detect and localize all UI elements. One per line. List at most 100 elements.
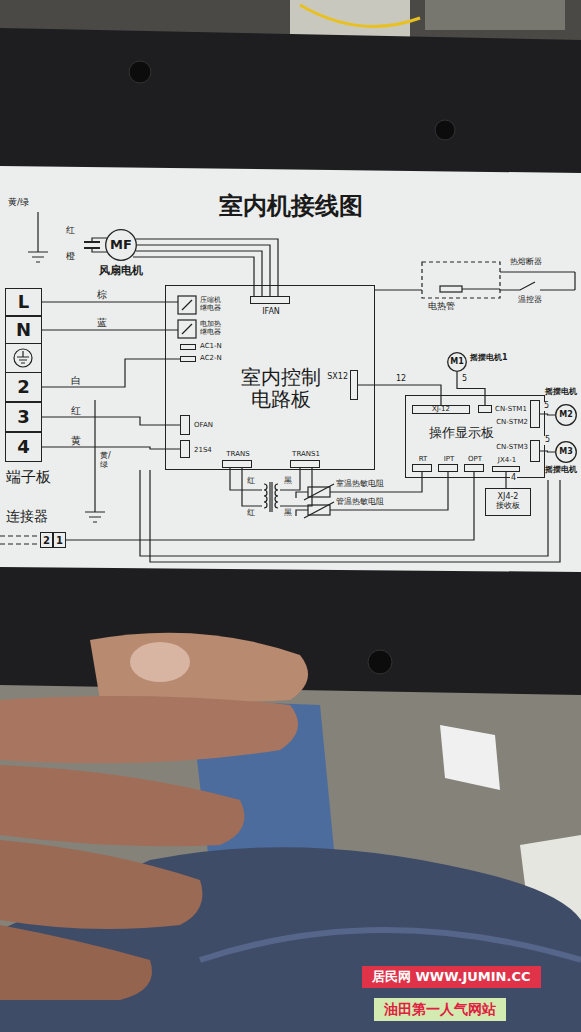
finger [0, 925, 152, 1000]
bus-wire [140, 470, 560, 562]
terminal-cell: 2 [40, 532, 53, 548]
wire-label: 黑 [284, 477, 292, 486]
thumb [90, 633, 308, 703]
connector-header: 21S4 [180, 440, 190, 458]
wire-connector [42, 301, 165, 302]
edge-label: 蓝 [96, 317, 108, 328]
wire-label: 电热管 [428, 302, 455, 312]
wire-label: 温控器 [518, 296, 542, 305]
node-text: M2 [559, 411, 573, 420]
node-text: 接收板 [496, 502, 520, 511]
heater-wire [375, 289, 422, 290]
node-text: XJ4-2 [498, 493, 519, 502]
wire-label: 电加热 继电器 [200, 321, 222, 336]
node-text: 21S4 [194, 447, 212, 454]
node-text: M1 [450, 358, 464, 367]
ground-terminal [14, 349, 32, 367]
node-text: CN-STM2 [496, 419, 528, 426]
wire-label: 热熔断器 [510, 258, 542, 267]
node-text: MF [110, 238, 132, 252]
node-text: 操作显示板 [429, 426, 494, 440]
terminal-cell: 3 [5, 402, 42, 432]
connector-header: JX4-1 [492, 466, 520, 472]
node-text: JX4-1 [498, 457, 516, 464]
capacitor-wire [92, 238, 107, 252]
circle-outline [556, 405, 577, 426]
wire-label: 黄/绿 [100, 452, 108, 470]
node-text: IFAN [262, 308, 280, 316]
edge-label: 白 [70, 375, 82, 386]
circuit-box: XJ4-2接收板 [485, 488, 531, 516]
node-text: XJ-12 [432, 406, 450, 413]
diagram-title: 室内机接线图 [0, 190, 581, 222]
wire-label: 黑 [284, 509, 292, 518]
black-plate [0, 28, 581, 695]
edge-label: 黄 [70, 435, 82, 446]
wire-connector [66, 472, 474, 540]
terminal-cell: N [5, 316, 42, 344]
connector-header: TRANS1 [290, 460, 320, 468]
heater-symbol [440, 286, 462, 292]
node-text: N [16, 320, 31, 340]
wire-label: 管温热敏电阻 [336, 498, 384, 507]
thermistor-lead [296, 484, 334, 518]
node-text: OPT [468, 456, 482, 463]
heater-frame [422, 262, 500, 298]
relay-symbol [178, 296, 196, 314]
node-text: 端子板 [6, 469, 51, 486]
finger [0, 696, 298, 763]
transformer-coil [264, 484, 267, 508]
node-text: 室内控制 电路板 [238, 366, 324, 410]
circle-outline [106, 230, 137, 261]
wire-connector [540, 414, 555, 415]
wire-connector [457, 372, 485, 405]
circuit-box: 连接器21 [40, 532, 66, 548]
connector-header: TRANS [222, 460, 252, 468]
node-text: IPT [444, 456, 455, 463]
connector-header: CN-STM2 [530, 400, 540, 428]
node-text: 连接器 [6, 509, 48, 524]
node-text: OFAN [194, 422, 213, 429]
edge-label: 棕 [96, 289, 108, 300]
wire-label: 红 [247, 509, 255, 518]
transformer-core [270, 482, 272, 512]
ground-symbol [28, 212, 48, 262]
relay-wire [165, 302, 178, 330]
hole [435, 120, 455, 140]
connector-header: AC1-N [180, 344, 196, 350]
node-text: AC1-N [200, 343, 222, 350]
node-text: SX12 [327, 373, 348, 381]
wire-label: 红 [66, 226, 75, 236]
hole [368, 650, 392, 674]
watermark: 居民网 WWW.JUMIN.CC [362, 966, 541, 988]
wire-label: 红 [247, 477, 255, 486]
node-text: L [18, 292, 29, 312]
hole [129, 61, 151, 83]
node-text: TRANS1 [292, 451, 320, 458]
node-text: 摇摆电机 [545, 466, 577, 475]
wire-label: 黄/绿 [8, 198, 29, 208]
circuit-box: 操作显示板XJ-12CN-STM1CN-STM2CN-STM3RTIPTOPTJ… [405, 395, 545, 478]
transformer-wire [230, 468, 312, 506]
circuit-box: 室内控制 电路板 IFAN AC1-N AC2-N SX12OFAN 21S4TRANS T… [165, 285, 375, 470]
connector-header: CN-STM1 [478, 405, 492, 413]
relay-symbol [178, 320, 196, 338]
wire-connector [42, 359, 180, 387]
edge-label: 5 [544, 436, 551, 445]
connector-header: CN-STM3 [530, 440, 540, 462]
wire-label: 室温热敏电阻 [336, 480, 384, 489]
motor-circle: M3摇摆电机 [555, 441, 577, 463]
node-text: AC2-N [200, 355, 222, 362]
node-text: 摇摆电机1 [470, 354, 508, 363]
ground-wire [85, 400, 105, 522]
watermark: 油田第一人气网站 [374, 998, 506, 1021]
connector-header: XJ-12 [412, 405, 470, 414]
terminal-cell: 4 [5, 432, 42, 462]
wire-connector [42, 329, 165, 330]
